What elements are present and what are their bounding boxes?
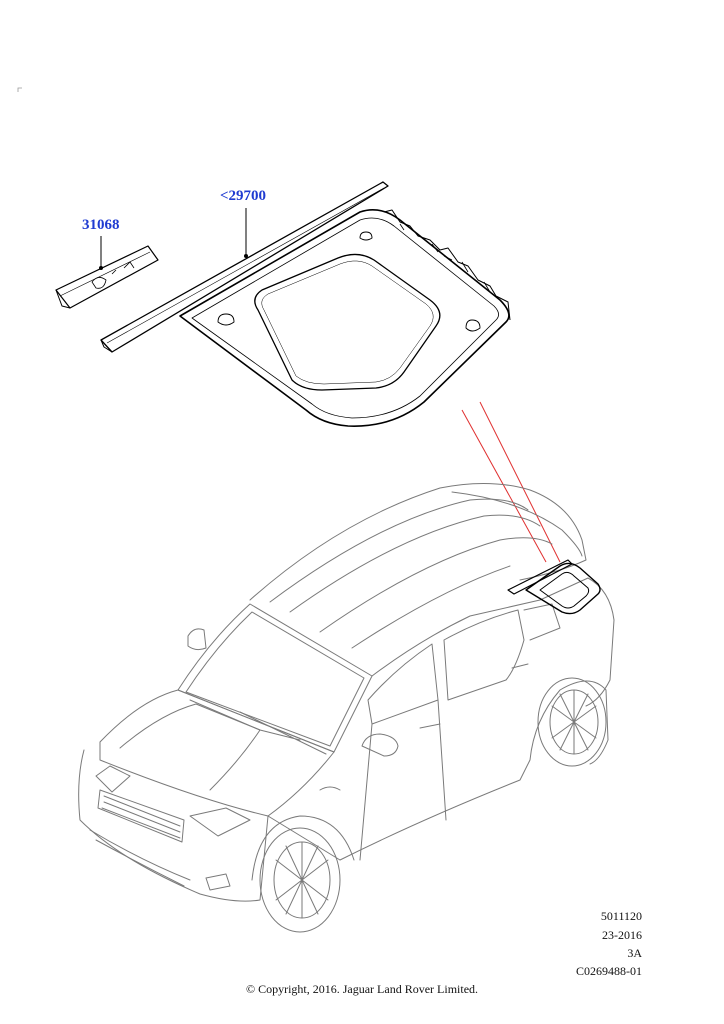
illustration-number: 5011120 [600,909,642,923]
fender-line [267,815,341,861]
fog-lamp [205,873,231,891]
headlight-right [189,807,251,837]
clip-detail [91,261,135,289]
windshield-inner [185,611,365,747]
wipers [189,699,327,755]
trim-strip [100,181,389,353]
red-leader-2 [479,401,561,563]
roof-rail-4 [351,565,511,649]
grille-mesh [101,795,181,839]
roof-rail-1 [269,498,529,603]
window-frame-rear [523,603,561,641]
clip-end-left [55,289,71,309]
frame-clips [383,209,511,321]
callout-29700[interactable]: <29700 [220,188,267,204]
illustration-revision: 3A [627,946,642,960]
hood [99,689,335,817]
leader-dot-29700 [244,254,248,258]
lower-intake [89,829,191,887]
glass-frame-outer [179,209,510,427]
door-line [359,699,447,861]
glass-location-highlight [507,559,601,615]
mount-hole-right [465,319,481,332]
door-handle-front [419,723,441,729]
side-body [371,577,615,707]
headlight-left [95,765,131,793]
highlight-pane [539,571,590,609]
front-wheel-arch [251,815,355,881]
mount-hole-top [359,231,373,241]
glass-pane-inner [261,260,434,385]
copyright-notice: © Copyright, 2016. Jaguar Land Rover Lim… [245,982,479,996]
trim-strip-inner [106,187,385,344]
quarter-glass-assembly[interactable] [100,181,511,427]
lower-body [339,680,609,861]
hood-crease [119,703,261,791]
windshield [177,603,373,753]
door-handle-rear [511,663,529,669]
glass-frame-inner [191,217,499,419]
roof-rail-3 [319,537,553,633]
car-roof-rear [451,491,583,557]
clip-body [55,245,159,309]
illustration-reference: C0269488-01 [576,964,642,978]
front-wheel-outer [259,827,341,933]
trim-strip-lower [100,339,113,353]
highlight-frame [525,562,601,615]
corner-mark [17,87,22,92]
glass-pane [254,253,441,391]
retaining-clip-bracket[interactable] [55,236,159,309]
red-leader-1 [461,409,547,563]
vehicle-line-drawing [78,483,615,933]
grille [97,789,185,843]
mirror-front [187,628,207,651]
rear-side-window [443,609,525,701]
callout-31068[interactable]: 31068 [82,217,120,233]
rear-wheel-spokes [551,689,597,755]
frame-clip-details [399,223,491,293]
clip-face [59,251,151,297]
leader-dot-31068 [99,266,103,270]
illustration-date: 23-2016 [602,928,642,942]
car-roof-outline [249,483,587,601]
mount-hole-left [217,313,235,326]
front-side-window [367,643,439,725]
side-vent [319,786,341,791]
location-leader-lines [461,401,561,563]
front-wheel-spokes [275,841,329,919]
rear-wheel-outer [537,677,607,767]
side-mirror [361,733,399,757]
roof-rail-2 [289,514,541,613]
